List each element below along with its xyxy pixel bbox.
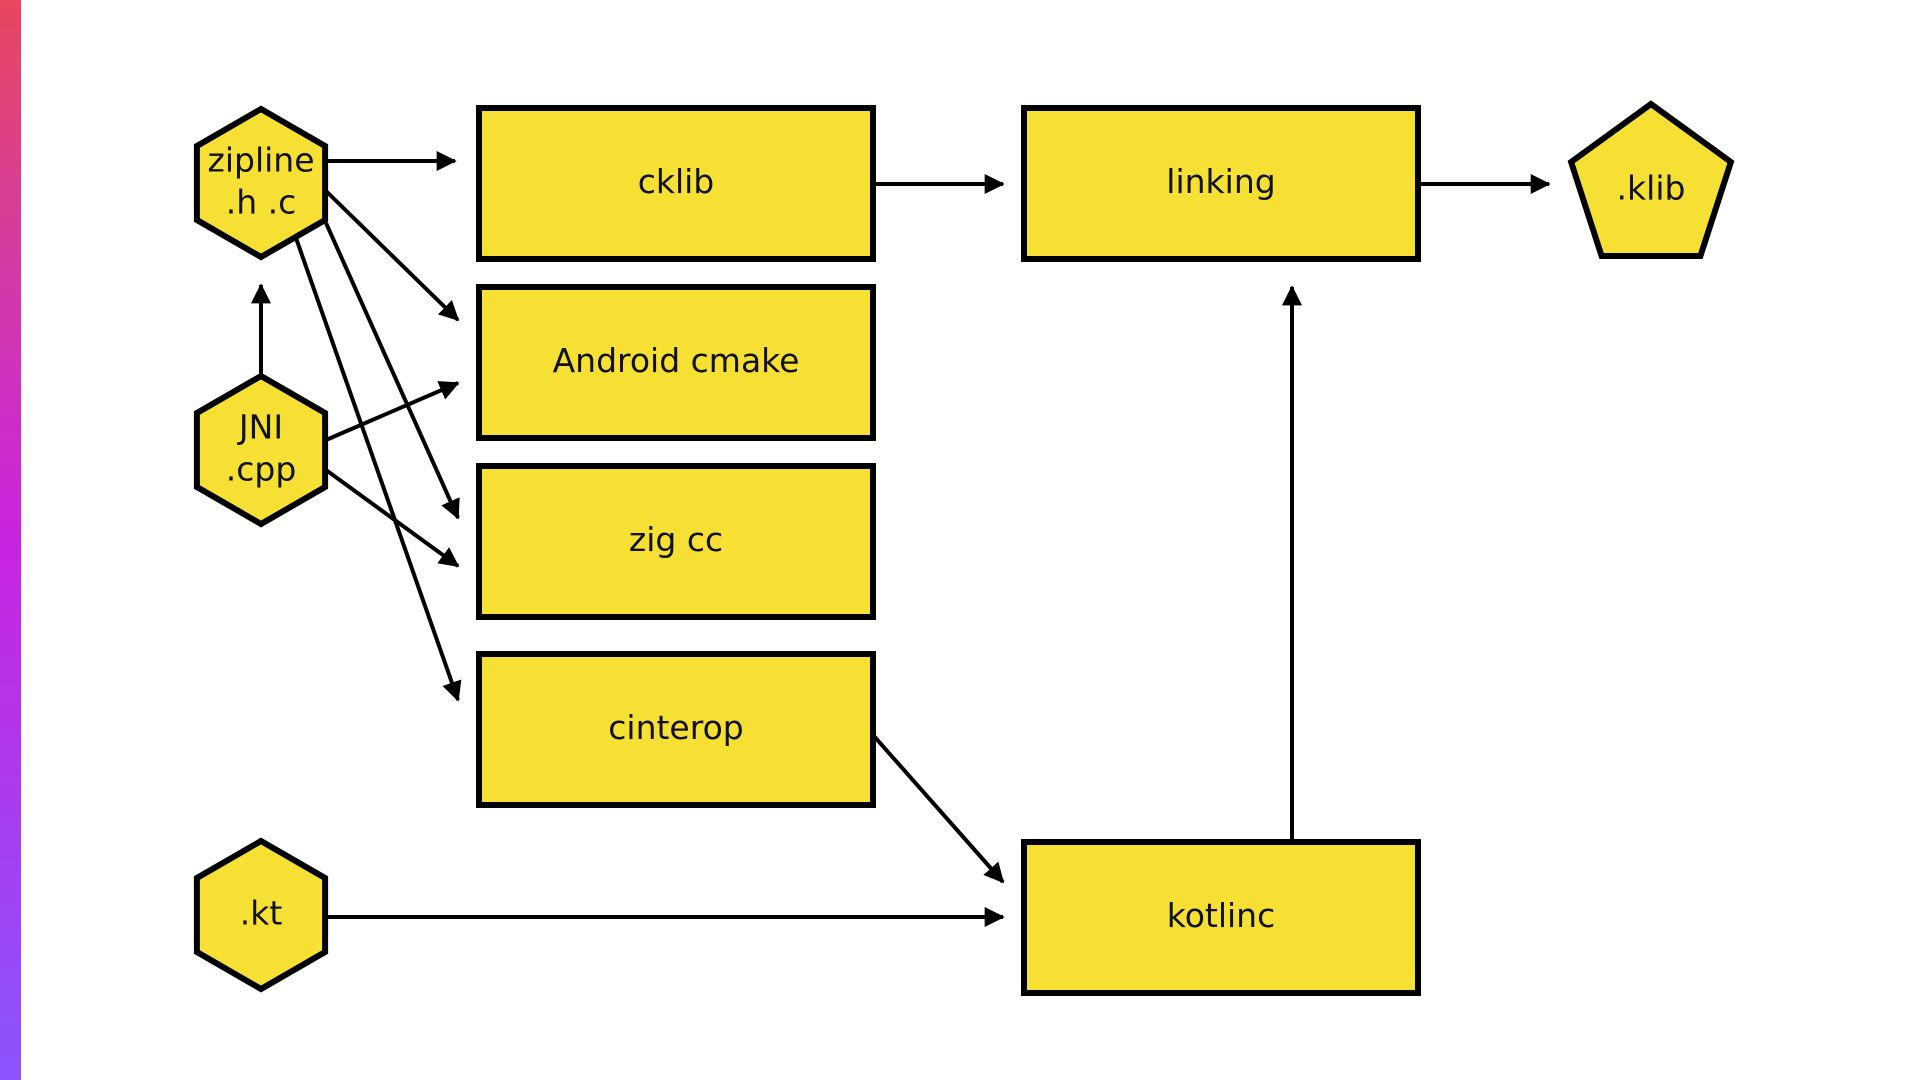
node-label-linking-1: linking [1166, 162, 1275, 201]
node-label-android-cmake-1: Android cmake [553, 341, 800, 380]
node-label-zipline-1: zipline [208, 141, 315, 180]
node-box-cklib [476, 105, 876, 262]
arrow-zipline-to-android-cmake [324, 189, 460, 322]
arrow-jni-to-zig-cc [324, 468, 460, 568]
node-label-kotlinc-1: kotlinc [1167, 896, 1275, 935]
node-pentagon-klib [1567, 100, 1735, 259]
node-box-android-cmake [476, 284, 876, 441]
node-hexagon-kt [193, 837, 329, 993]
accent-gradient-bar [0, 0, 21, 1080]
node-hexagon-zipline [193, 105, 329, 261]
node-label-jni-2: .cpp [226, 450, 297, 489]
node-label-jni-1: JNI [237, 408, 283, 447]
node-klib: .klib [1567, 100, 1735, 259]
node-box-linking [1021, 105, 1421, 262]
node-cinterop: cinterop [476, 651, 876, 808]
node-box-kotlinc [1021, 839, 1421, 996]
node-android-cmake: Android cmake [476, 284, 876, 441]
node-linking: linking [1021, 105, 1421, 262]
node-label-cinterop-1: cinterop [608, 708, 743, 747]
arrow-zipline-to-zig-cc [324, 222, 460, 520]
edges [251, 151, 1551, 927]
node-label-klib-1: .klib [1617, 169, 1686, 208]
node-cklib: cklib [476, 105, 876, 262]
node-kotlinc: kotlinc [1021, 839, 1421, 996]
node-label-cklib-1: cklib [638, 162, 715, 201]
arrow-zipline-to-cinterop [294, 237, 462, 702]
node-label-kt-1: .kt [240, 894, 283, 933]
arrow-jni-to-android-cmake [325, 381, 460, 442]
node-hexagon-jni [193, 372, 329, 528]
arrow-cinterop-to-kotlinc [871, 733, 1005, 884]
node-label-zig-cc-1: zig cc [629, 520, 723, 559]
node-label-zipline-2: .h .c [226, 183, 297, 222]
node-box-zig-cc [476, 463, 876, 620]
node-zipline: zipline.h .c [193, 105, 329, 261]
node-box-cinterop [476, 651, 876, 808]
node-jni: JNI.cpp [193, 372, 329, 528]
node-zig-cc: zig cc [476, 463, 876, 620]
node-kt: .kt [193, 837, 329, 993]
